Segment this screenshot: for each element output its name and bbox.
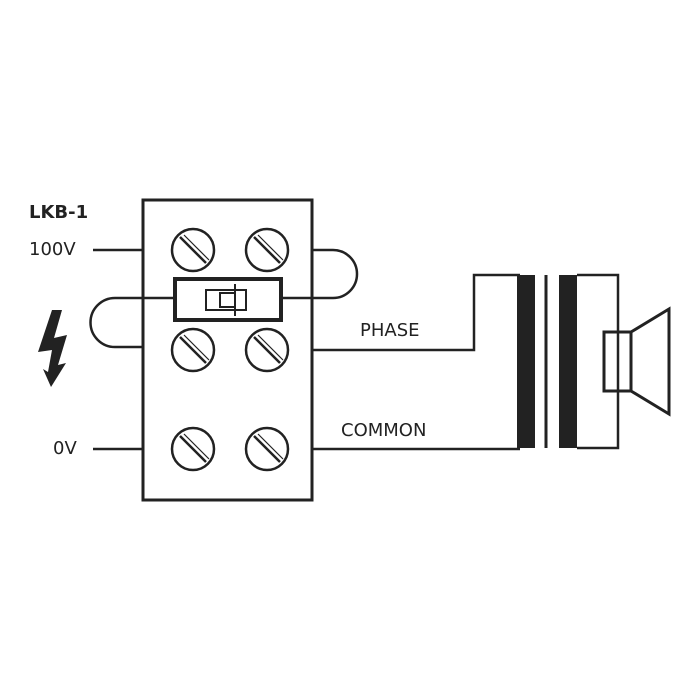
- fuse-icon: [173, 277, 283, 322]
- screw-terminal-icon: [244, 227, 290, 273]
- input-100v-label: 100V: [29, 239, 76, 260]
- screw-terminal-icon: [244, 327, 290, 373]
- screw-terminal-icon: [170, 327, 216, 373]
- screw-terminal-icon: [170, 227, 216, 273]
- screw-terminal-icon: [170, 426, 216, 472]
- device-label: LKB-1: [29, 202, 89, 223]
- input-0v-label: 0V: [53, 438, 77, 459]
- speaker-icon: [602, 306, 671, 417]
- phase-label: PHASE: [360, 320, 420, 341]
- transformer-icon: [517, 275, 577, 448]
- lightning-icon: [38, 310, 67, 387]
- common-label: COMMON: [341, 420, 427, 441]
- screw-terminal-icon: [244, 426, 290, 472]
- wires: [89, 248, 620, 451]
- screw-terminals: [170, 227, 290, 472]
